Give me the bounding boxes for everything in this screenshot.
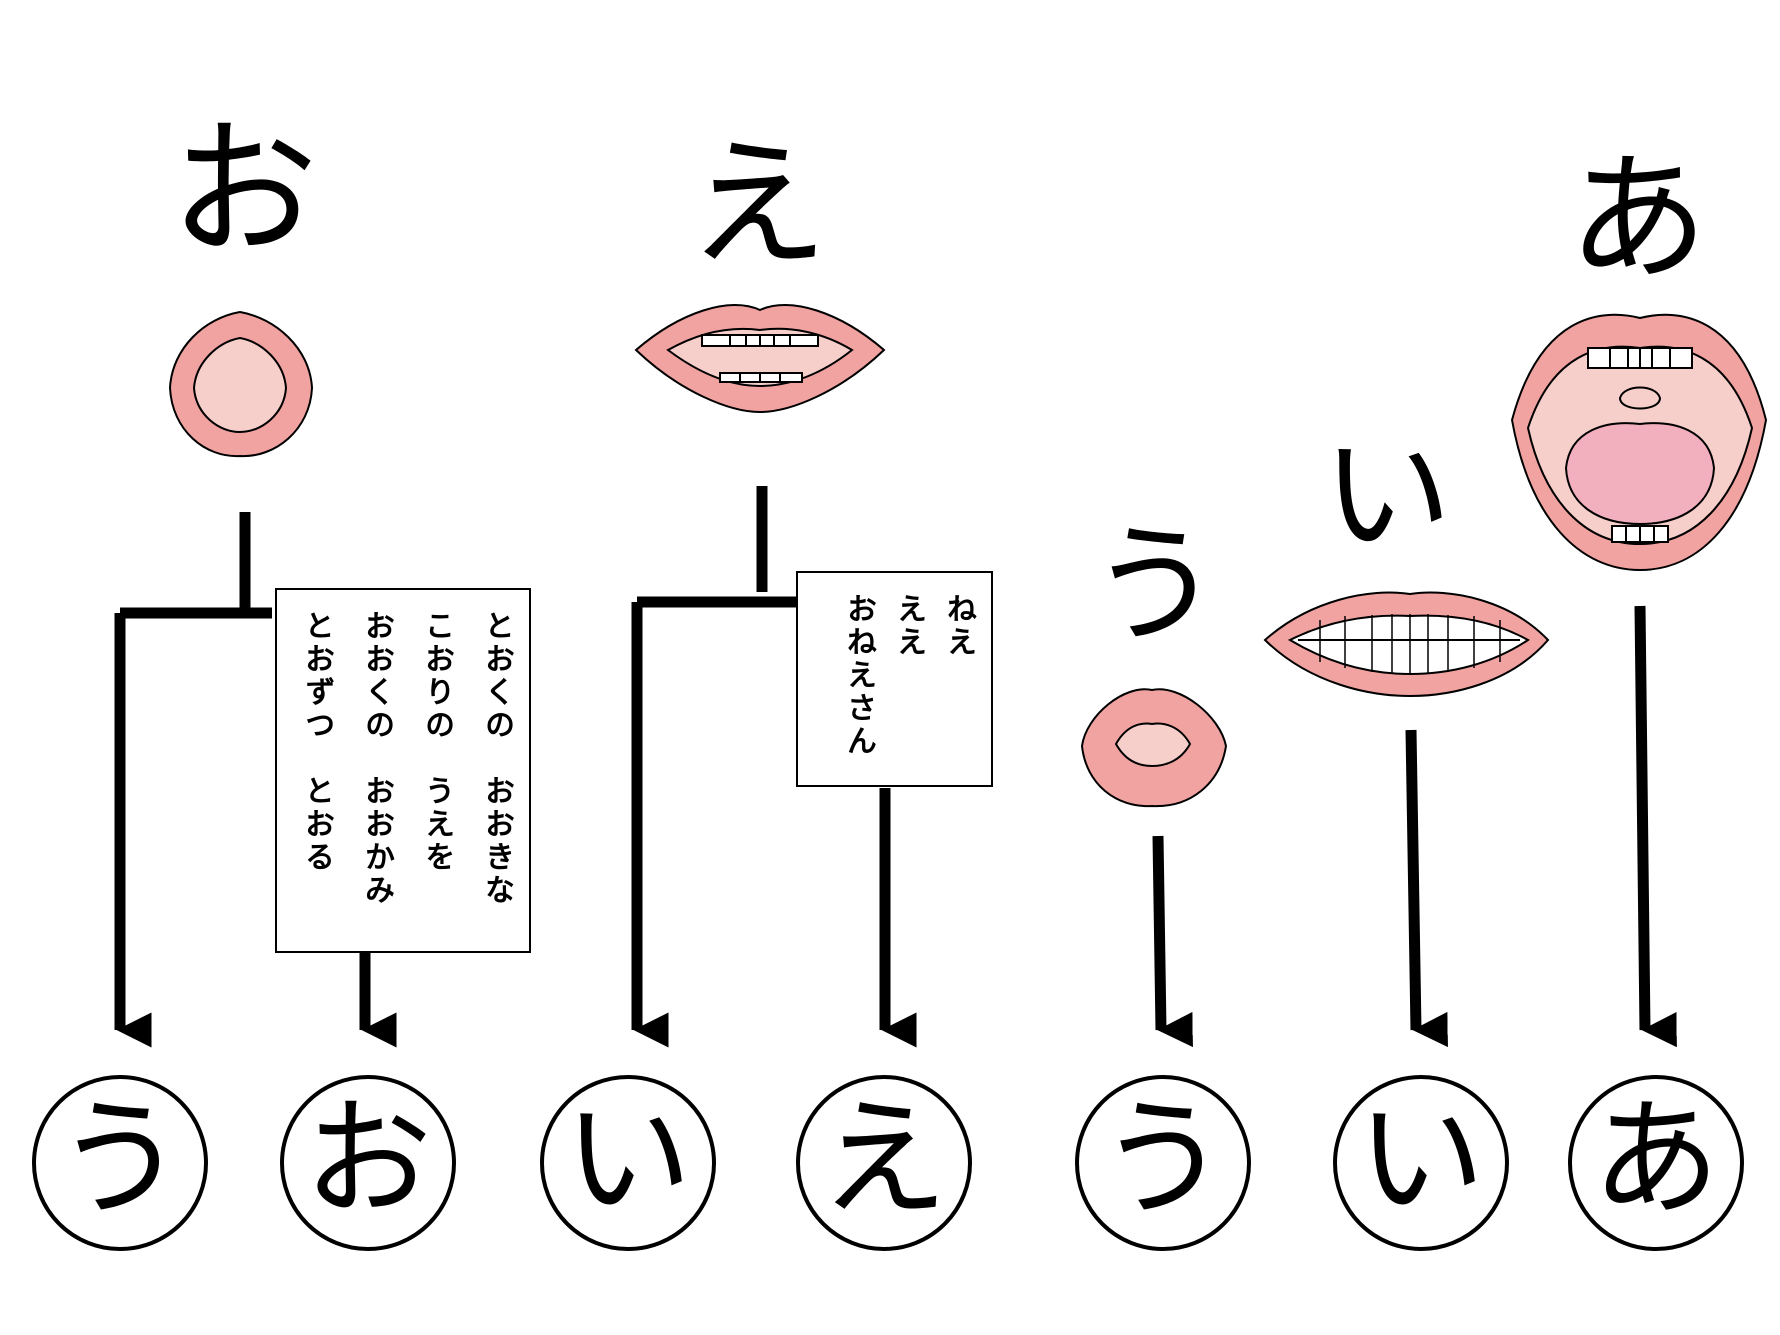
- heading-i: い: [1322, 419, 1453, 571]
- answer-kana: あ: [1591, 1085, 1720, 1234]
- mouth-e-icon: [634, 304, 886, 414]
- answer-circle-i2: い: [1333, 1075, 1509, 1251]
- answer-circle-e: え: [796, 1075, 972, 1251]
- answer-kana: お: [303, 1085, 432, 1234]
- answer-circle-a: あ: [1568, 1075, 1744, 1251]
- example-line: おおくの おおかみ: [359, 610, 394, 907]
- mouth-u-icon: [1080, 688, 1228, 808]
- arrow-i: [1405, 729, 1448, 1048]
- arrow-u: [1152, 835, 1193, 1048]
- answer-circle-i: い: [540, 1075, 716, 1251]
- heading-o: お: [170, 104, 318, 276]
- answer-circle-u: う: [32, 1075, 208, 1251]
- example-line: とおずつ とおる: [299, 610, 334, 874]
- answer-circle-o: お: [280, 1075, 456, 1251]
- answer-kana: う: [1098, 1085, 1227, 1234]
- example-line: ねえ: [941, 593, 976, 659]
- answer-kana: う: [55, 1085, 184, 1234]
- mouth-a-icon: [1510, 313, 1768, 572]
- answer-kana: い: [1356, 1085, 1485, 1234]
- example-box-e: ねえ ええ おねえさん: [796, 571, 993, 787]
- example-line: ええ: [891, 593, 926, 659]
- answer-kana: い: [563, 1085, 692, 1234]
- bottom-band: [0, 1262, 1780, 1335]
- o-branch-line: [120, 512, 272, 619]
- answer-kana: え: [819, 1085, 948, 1234]
- mouth-o-icon: [168, 310, 314, 458]
- example-box-o: とおくの おおきな こおりの うえを おおくの おおかみ とおずつ とおる: [275, 588, 531, 953]
- answer-circle-u2: う: [1075, 1075, 1251, 1251]
- heading-e: え: [688, 124, 829, 287]
- mouth-i-icon: [1263, 591, 1550, 698]
- example-line: おねえさん: [841, 593, 876, 758]
- heading-a: あ: [1568, 138, 1709, 301]
- heading-u: う: [1090, 509, 1221, 661]
- e-branch-line: [637, 486, 800, 608]
- arrow-a: [1634, 605, 1677, 1048]
- example-line: とおくの おおきな: [479, 610, 514, 907]
- example-line: こおりの うえを: [419, 610, 454, 874]
